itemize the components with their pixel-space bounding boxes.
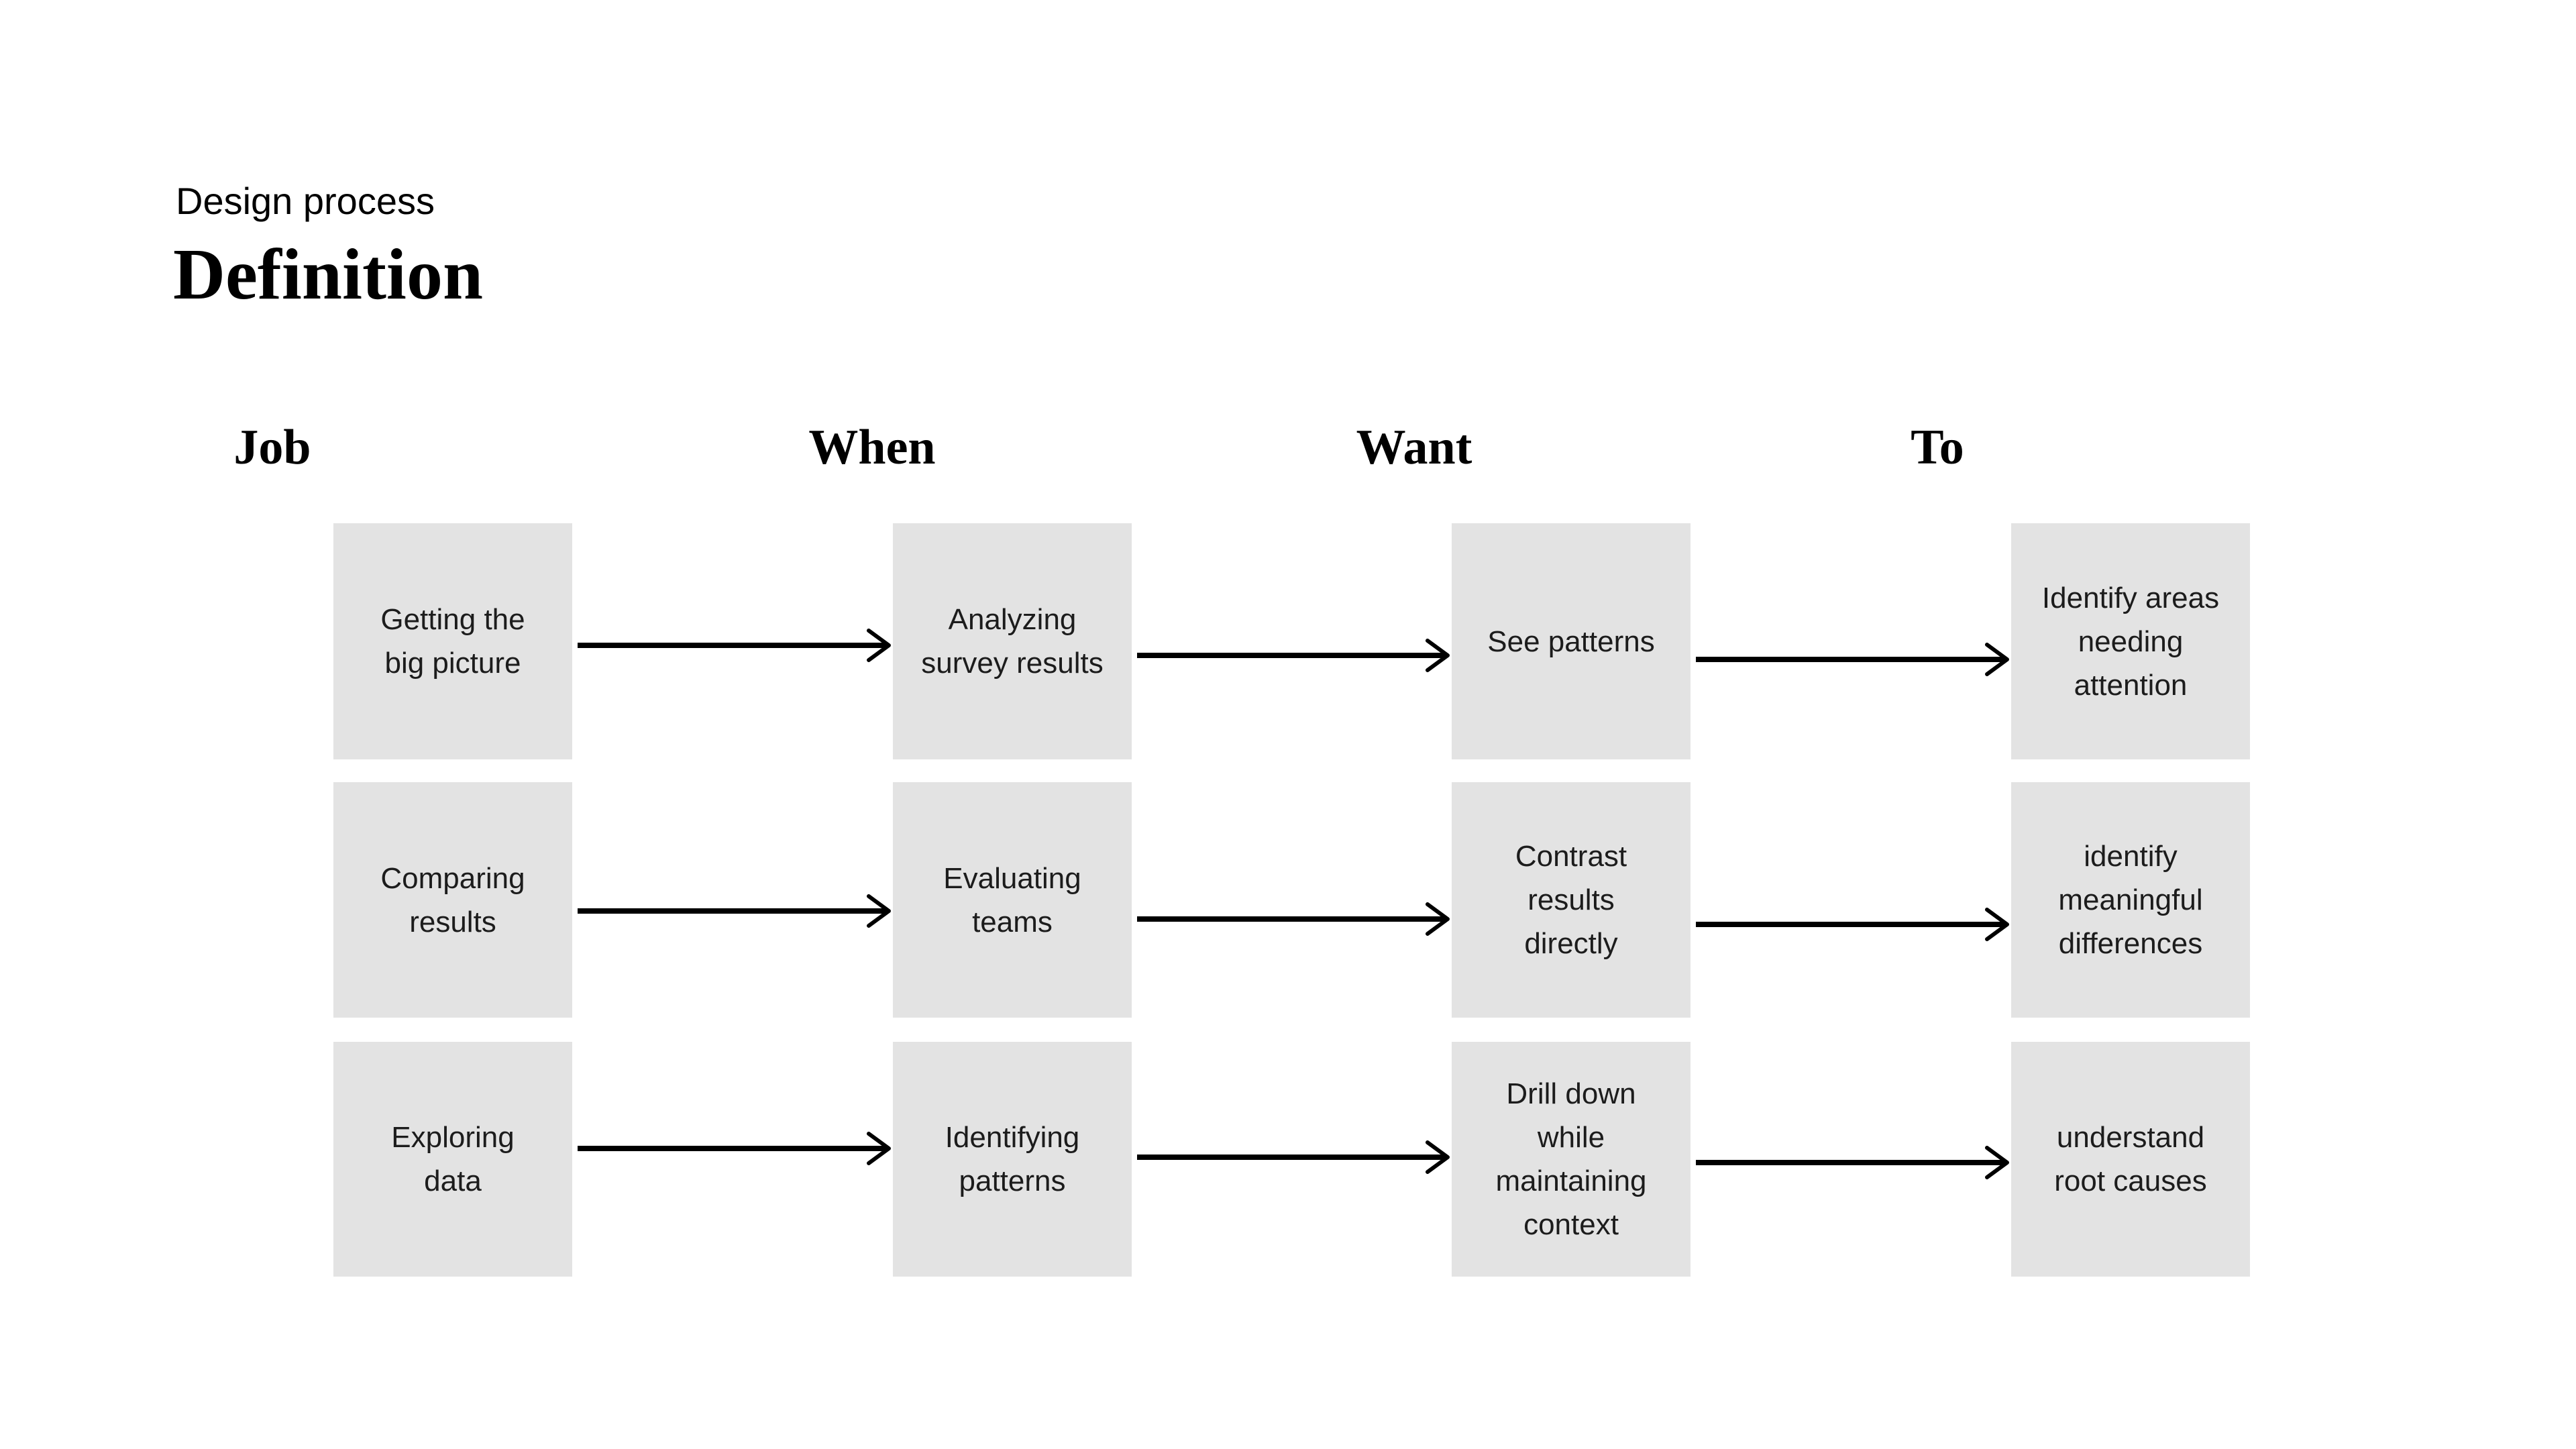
box-want-1: See patterns xyxy=(1452,523,1690,759)
box-label: Identifying patterns xyxy=(945,1121,1080,1197)
box-job-2: Comparing results xyxy=(333,782,572,1018)
box-label: Contrast results directly xyxy=(1515,840,1627,960)
arrow-right-icon xyxy=(578,1132,891,1165)
box-label: identify meaningful differences xyxy=(2058,840,2203,960)
column-header-job: Job xyxy=(233,420,311,475)
box-label: Drill down while maintaining context xyxy=(1495,1077,1647,1241)
arrow-right-icon xyxy=(1137,902,1450,936)
box-label: Comparing results xyxy=(380,861,525,938)
box-to-1: Identify areas needing attention xyxy=(2011,523,2250,759)
box-want-2: Contrast results directly xyxy=(1452,782,1690,1018)
box-label: Identify areas needing attention xyxy=(2041,581,2220,702)
box-want-3: Drill down while maintaining context xyxy=(1452,1042,1690,1277)
box-label: See patterns xyxy=(1487,625,1655,658)
box-when-3: Identifying patterns xyxy=(893,1042,1132,1277)
arrow-right-icon xyxy=(578,894,891,928)
box-job-3: Exploring data xyxy=(333,1042,572,1277)
box-to-3: understand root causes xyxy=(2011,1042,2250,1277)
box-when-1: Analyzing survey results xyxy=(893,523,1132,759)
arrow-right-icon xyxy=(1696,1146,2009,1179)
box-label: Analyzing survey results xyxy=(921,603,1104,680)
arrow-right-icon xyxy=(1696,643,2009,676)
page-title: Definition xyxy=(173,235,484,315)
box-label: Getting the big picture xyxy=(380,603,525,680)
box-when-2: Evaluating teams xyxy=(893,782,1132,1018)
box-label: Exploring data xyxy=(391,1121,515,1197)
arrow-right-icon xyxy=(1137,639,1450,672)
column-header-to: To xyxy=(1911,420,1964,475)
box-to-2: identify meaningful differences xyxy=(2011,782,2250,1018)
box-label: Evaluating teams xyxy=(943,861,1081,938)
box-job-1: Getting the big picture xyxy=(333,523,572,759)
arrow-right-icon xyxy=(1696,908,2009,941)
arrow-right-icon xyxy=(1137,1140,1450,1174)
eyebrow-label: Design process xyxy=(176,180,435,222)
arrow-right-icon xyxy=(578,629,891,662)
column-header-when: When xyxy=(808,420,936,475)
column-header-want: Want xyxy=(1356,420,1472,475)
box-label: understand root causes xyxy=(2054,1121,2207,1197)
